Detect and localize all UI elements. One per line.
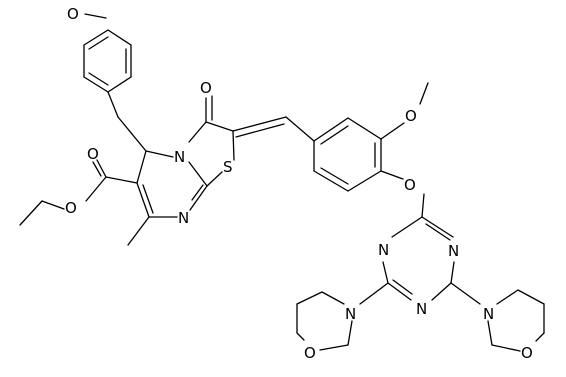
bond (296, 291, 323, 305)
bond (84, 13, 107, 19)
bond (450, 282, 481, 305)
bond (313, 170, 349, 192)
bond (206, 171, 223, 187)
bond (496, 289, 519, 305)
atom-label: N (416, 300, 427, 318)
bond (431, 282, 452, 301)
bond (419, 82, 429, 105)
bond (450, 261, 455, 284)
bond (117, 116, 147, 152)
bond (88, 36, 109, 50)
bond (107, 91, 119, 118)
bond (145, 150, 174, 158)
atom-label: N (345, 305, 356, 323)
bond (96, 159, 107, 178)
atom-label: O (521, 344, 533, 362)
bond (347, 320, 353, 346)
bond (320, 125, 349, 145)
bond (83, 76, 109, 93)
bond (535, 332, 545, 342)
atom-label: O (304, 344, 316, 362)
atom-label: O (87, 145, 99, 163)
atom-label: O (65, 199, 77, 217)
bond (421, 193, 425, 218)
atom-label: O (405, 107, 417, 125)
bond (136, 182, 150, 218)
bond (380, 122, 405, 140)
atom-label: N (178, 209, 189, 227)
bond (320, 167, 349, 185)
bond (188, 161, 208, 187)
bond (92, 161, 102, 177)
bond (205, 121, 234, 132)
bond (189, 185, 208, 211)
bond (191, 184, 204, 201)
bond (425, 223, 451, 241)
bond (421, 216, 454, 238)
bond (107, 29, 132, 46)
atom-label: N (483, 305, 494, 323)
bond (188, 121, 207, 143)
atom-label: S (223, 158, 233, 176)
bond (41, 200, 65, 210)
bond (380, 170, 404, 180)
bond (19, 200, 43, 226)
atom-label: N (448, 242, 459, 260)
bond (313, 117, 349, 142)
bond (136, 150, 147, 184)
bond (88, 72, 109, 86)
bond (232, 130, 235, 161)
bond (391, 216, 423, 238)
atom-label: O (200, 79, 212, 97)
bond (359, 282, 389, 305)
bond (235, 123, 285, 138)
bond-lines (19, 13, 545, 352)
bond (319, 344, 349, 351)
bond (487, 320, 493, 346)
bond (232, 116, 287, 132)
bond (83, 29, 109, 46)
bond (107, 76, 132, 93)
bond (347, 117, 382, 140)
atom-label: N (174, 148, 185, 166)
atom-label: O (67, 5, 79, 23)
bond (85, 176, 107, 202)
bond (142, 184, 154, 214)
bond (491, 344, 521, 352)
atom-label: N (378, 241, 389, 259)
bond (105, 176, 138, 184)
atom-labels: O O N S O O N O O N N N N N O O (65, 5, 533, 362)
bond (296, 332, 305, 341)
bond (392, 279, 413, 295)
bond (321, 291, 345, 305)
bond (347, 170, 382, 192)
bond (387, 282, 412, 301)
bond (127, 216, 150, 246)
bond (517, 289, 545, 305)
bond (285, 116, 315, 142)
bond (382, 261, 389, 284)
atom-label: O (404, 176, 416, 194)
